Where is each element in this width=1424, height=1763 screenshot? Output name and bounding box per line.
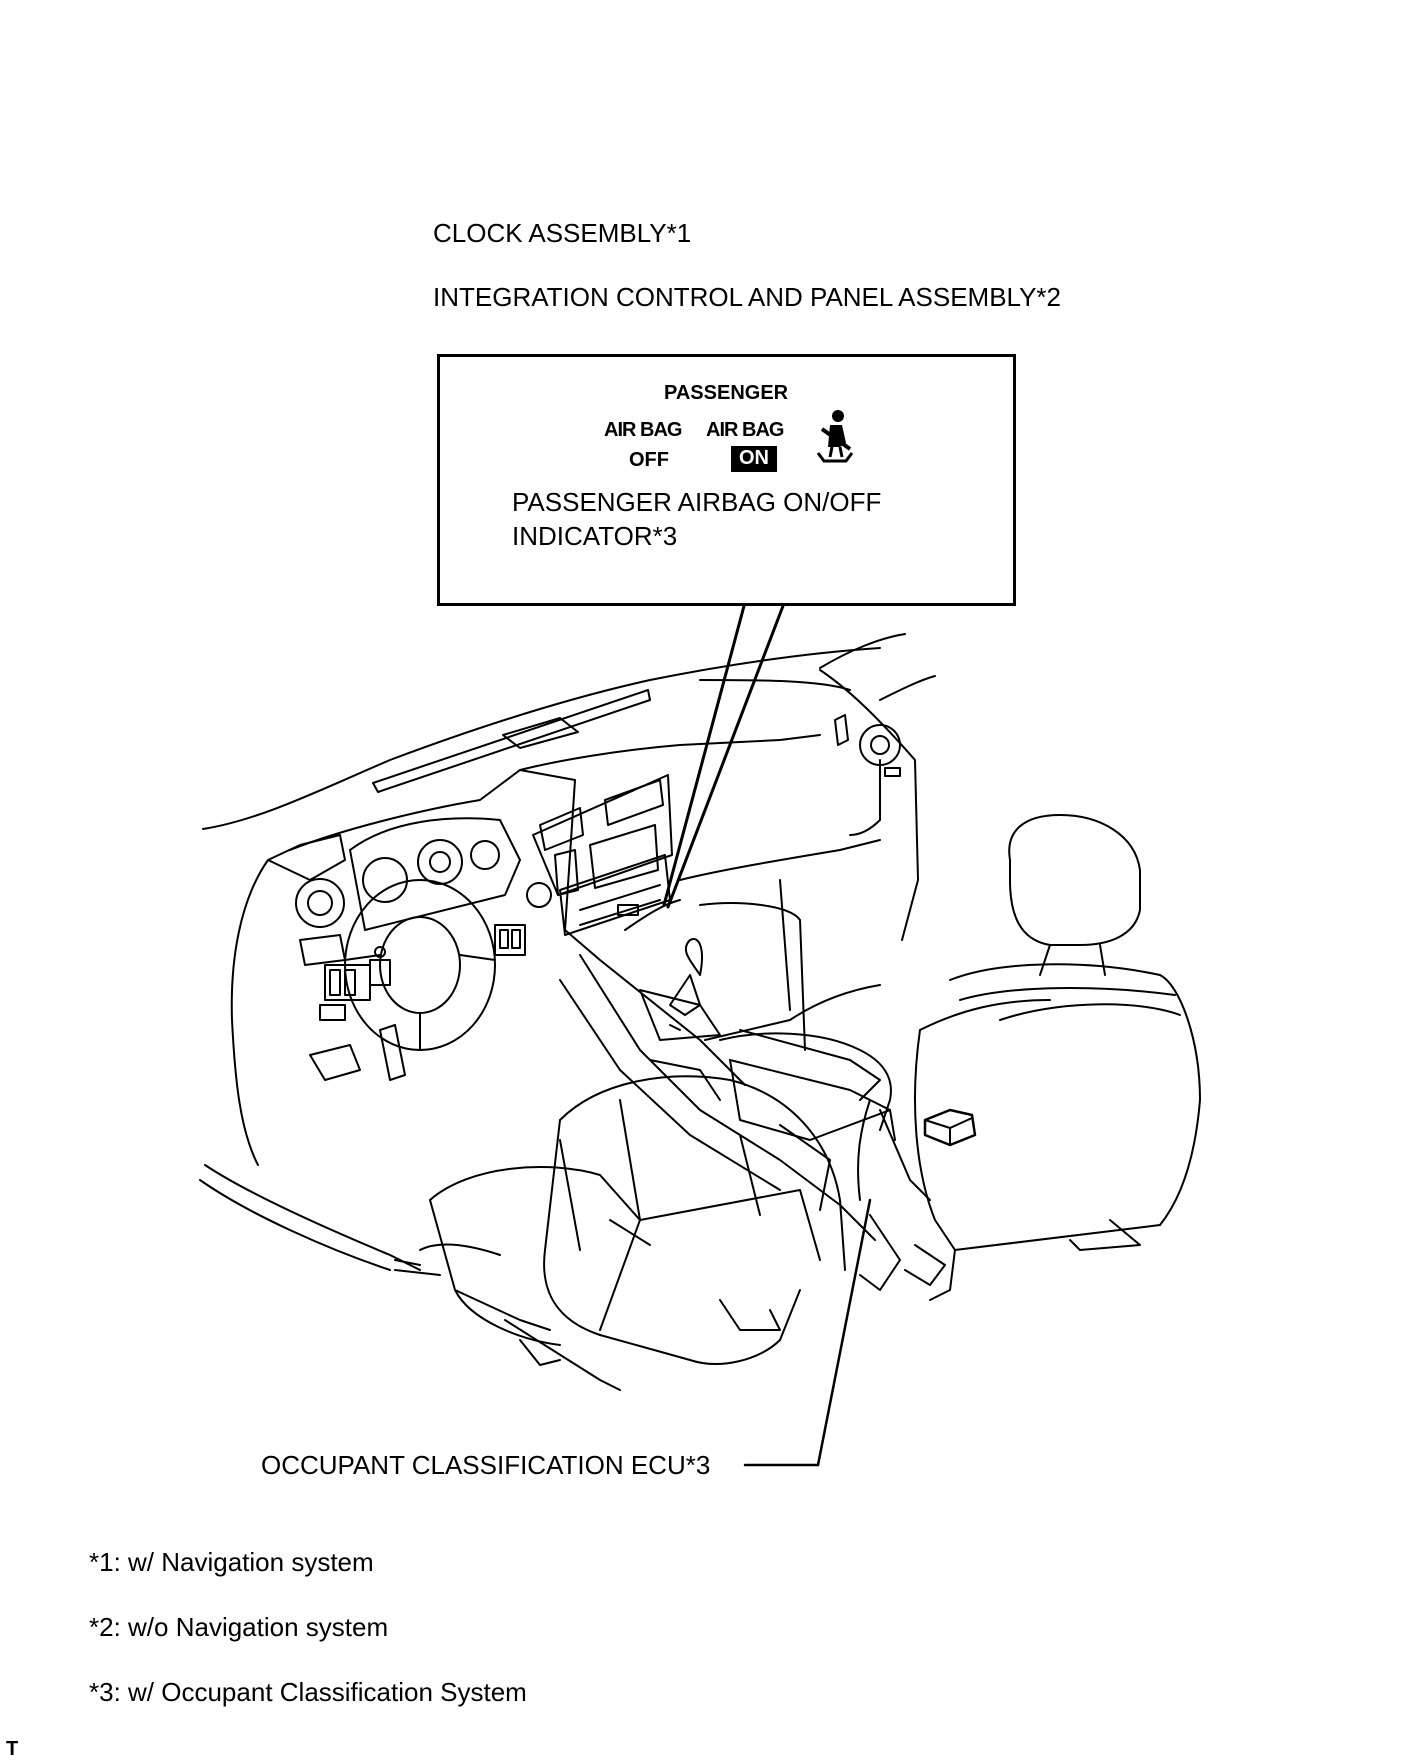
indicator-header: PASSENGER — [664, 382, 789, 404]
footnote-3: *3: w/ Occupant Classification System — [89, 1677, 527, 1707]
airbag-off-text: OFF — [629, 449, 669, 471]
corner-mark: T — [6, 1738, 19, 1760]
clock-assembly-label: CLOCK ASSEMBLY*1 — [433, 218, 692, 248]
seatbelt-icon — [816, 410, 854, 463]
airbag-on-badge: ON — [731, 446, 777, 472]
airbag-off-label-top: AIR BAG — [604, 419, 682, 441]
airbag-on-label-top: AIR BAG — [706, 419, 784, 441]
indicator-callout: PASSENGER AIR BAG AIR BAG OFF ON PASSENG… — [437, 354, 1016, 606]
integration-panel-label: INTEGRATION CONTROL AND PANEL ASSEMBLY*2 — [433, 282, 1061, 312]
indicator-caption-line1: PASSENGER AIRBAG ON/OFF — [512, 487, 882, 517]
indicator-caption-line2: INDICATOR*3 — [512, 521, 678, 551]
occupant-ecu-label: OCCUPANT CLASSIFICATION ECU*3 — [261, 1450, 711, 1480]
footnote-2: *2: w/o Navigation system — [89, 1612, 389, 1642]
footnote-1: *1: w/ Navigation system — [89, 1547, 374, 1577]
